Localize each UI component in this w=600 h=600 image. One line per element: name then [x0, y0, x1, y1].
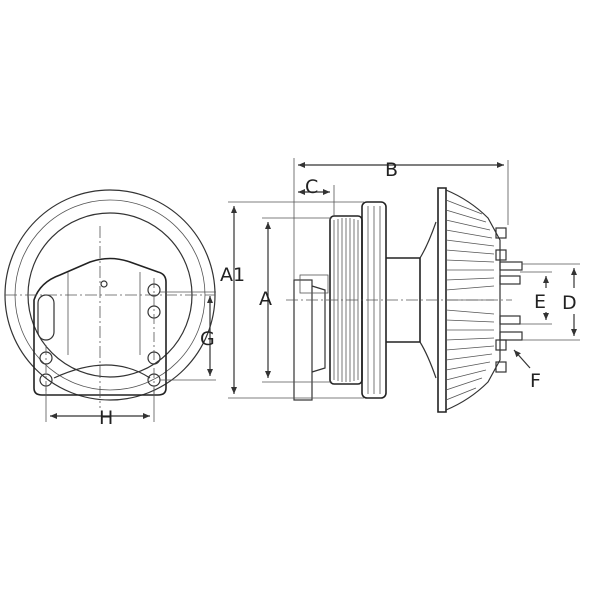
side-view [286, 187, 523, 413]
label-f: F [530, 370, 541, 392]
dimension-d: D [522, 263, 580, 341]
label-e: E [534, 291, 546, 313]
drive-front-face [437, 187, 447, 413]
bracket-ribs [67, 272, 141, 355]
dimension-b: B [293, 158, 509, 280]
label-b: B [385, 159, 398, 181]
mounting-bracket-outline [33, 257, 167, 396]
mount-cap [299, 274, 329, 294]
adjustment-slot [37, 294, 55, 341]
dimension-h: H [45, 388, 155, 429]
dimension-e: E [520, 271, 552, 325]
dimension-a1: A1 [220, 201, 364, 399]
label-a: A [259, 288, 272, 310]
dimension-a: A [259, 217, 332, 383]
cooling-fins [445, 199, 495, 401]
label-h: H [99, 407, 113, 429]
mount-boss [311, 285, 326, 373]
front-view [4, 189, 216, 408]
bracket-arch [53, 364, 151, 379]
label-c: C [305, 176, 318, 198]
label-g: G [200, 328, 215, 350]
dimension-f: F [513, 349, 541, 392]
dimension-g: G [160, 291, 216, 381]
drive-housing [445, 189, 501, 411]
fan-studs [495, 227, 523, 373]
hub-shaft [386, 257, 421, 343]
label-d: D [562, 292, 577, 314]
center-hole [100, 280, 108, 288]
label-a1: A1 [220, 264, 245, 286]
hub-flare [419, 221, 437, 379]
mount-plate [293, 279, 313, 401]
dimension-c: C [298, 176, 335, 216]
